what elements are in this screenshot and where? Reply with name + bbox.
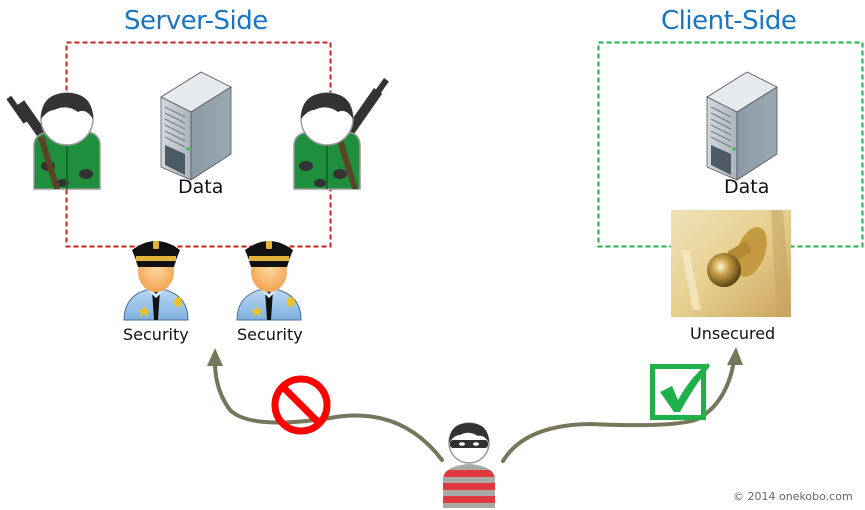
prohibited-icon (271, 375, 331, 435)
door-knob-icon (671, 210, 791, 317)
police-officer-icon (123, 241, 189, 321)
server-icon (706, 71, 778, 181)
copyright-notice: © 2014 onekobo.com (733, 490, 853, 503)
client-data-label: Data (724, 176, 770, 198)
burglar-icon (443, 422, 495, 508)
police-officer-icon (236, 241, 302, 321)
unsecured-label: Unsecured (690, 324, 776, 343)
allowed-path-arrow (501, 347, 743, 463)
checkbox-checked-icon (650, 363, 710, 420)
server-side-title: Server-Side (124, 6, 268, 36)
server-data-label: Data (178, 176, 224, 198)
security-label: Security (123, 325, 189, 344)
server-icon (160, 71, 232, 181)
client-side-title: Client-Side (661, 6, 797, 36)
security-label: Security (237, 325, 303, 344)
armed-soldier-icon (6, 92, 101, 190)
armed-soldier-icon (293, 78, 389, 190)
